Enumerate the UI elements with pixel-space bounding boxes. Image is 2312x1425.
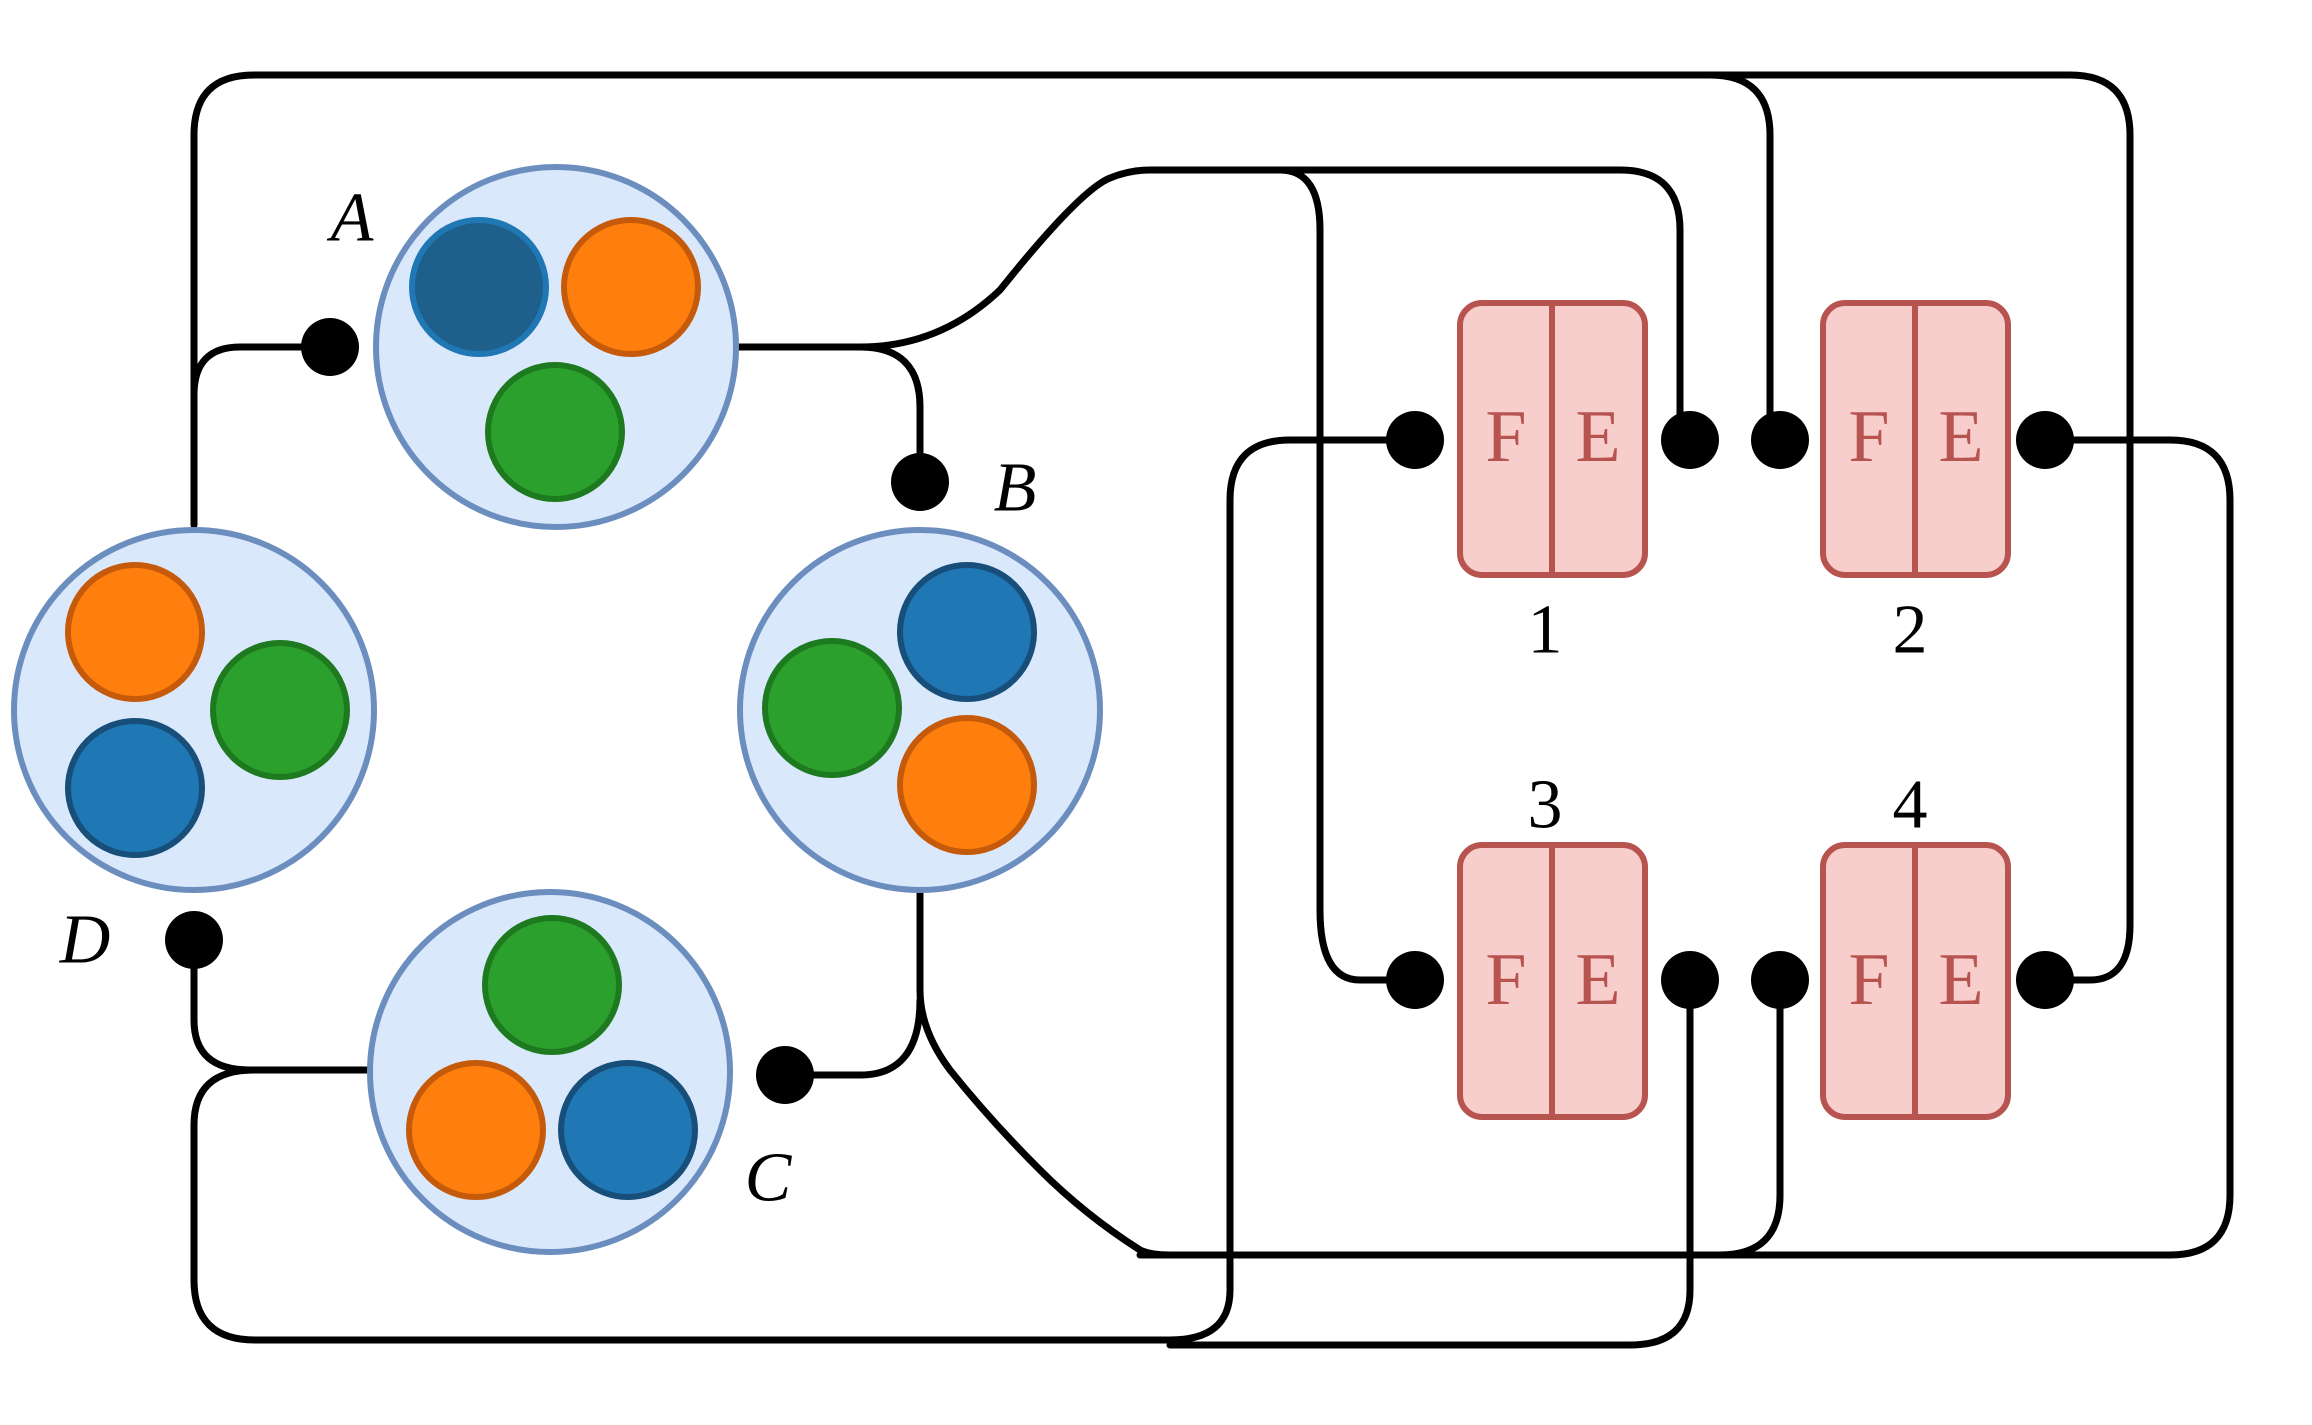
- fe-unit-1-e: E: [1575, 396, 1620, 478]
- fe-unit-1-number: 1: [1528, 592, 1563, 669]
- fe-unit-1: F E 1: [1457, 300, 1648, 669]
- node-a-ball-3: [485, 362, 625, 502]
- node-c-ball-3: [558, 1060, 698, 1200]
- wire-a-right: [729, 343, 924, 486]
- node-c-label: C: [745, 1140, 793, 1217]
- node-a-label: A: [327, 180, 374, 257]
- dot-fe2-e: [2016, 411, 2074, 469]
- wire-b-to-c-dot: [781, 996, 924, 1079]
- wires: [190, 71, 2234, 1349]
- fe-unit-2-e: E: [1938, 396, 1983, 478]
- node-a-ball-1: [409, 217, 549, 357]
- fe-unit-4-f: F: [1848, 939, 1889, 1021]
- wire-b-bottom: [916, 886, 1784, 1259]
- node-d: D: [11, 527, 377, 979]
- fe-unit-3-f: F: [1485, 939, 1526, 1021]
- node-d-ball-2: [210, 640, 350, 780]
- fe-unit-2: F E 2: [1820, 300, 2011, 669]
- fe-unit-3: F E 3: [1457, 767, 1648, 1120]
- node-d-ball-3: [65, 718, 205, 858]
- fe-unit-2-number: 2: [1893, 592, 1928, 669]
- fe-unit-3-number: 3: [1528, 767, 1563, 844]
- node-b-ball-2: [762, 638, 902, 778]
- connection-dots: [165, 318, 2074, 1104]
- wire-d-to-a-dot: [190, 343, 334, 399]
- node-b-ball-3: [897, 715, 1037, 855]
- dot-fe4-f: [1751, 951, 1809, 1009]
- dot-fe4-e: [2016, 951, 2074, 1009]
- wire-fe1-f-left: [190, 436, 1419, 1344]
- dot-fe1-e: [1661, 411, 1719, 469]
- dot-fe3-e: [1661, 951, 1719, 1009]
- dot-c: [756, 1046, 814, 1104]
- wire-d-to-c: [190, 936, 374, 1074]
- dot-fe1-f: [1386, 411, 1444, 469]
- wire-fe1-e-top: [1276, 166, 1684, 444]
- wire-fe3-e-bottom: [1166, 976, 1694, 1349]
- node-c-ball-1: [482, 915, 622, 1055]
- fe-unit-1-f: F: [1485, 396, 1526, 478]
- node-b-label: B: [994, 450, 1037, 527]
- dot-fe3-f: [1386, 951, 1444, 1009]
- node-d-label: D: [59, 902, 111, 979]
- fe-unit-3-e: E: [1575, 939, 1620, 1021]
- node-a-ball-2: [561, 217, 701, 357]
- node-b-ball-1: [897, 562, 1037, 702]
- wire-fe2-e-right: [1136, 436, 2234, 1259]
- node-c: C: [367, 889, 793, 1255]
- dot-a: [301, 318, 359, 376]
- fe-unit-4-e: E: [1938, 939, 1983, 1021]
- node-a: A: [327, 164, 739, 530]
- dot-d: [165, 911, 223, 969]
- dot-fe2-f: [1751, 411, 1809, 469]
- fe-unit-4-number: 4: [1893, 767, 1928, 844]
- node-c-ball-2: [406, 1060, 546, 1200]
- wire-top-outer: [190, 71, 2134, 984]
- fe-unit-2-f: F: [1848, 396, 1889, 478]
- node-b: B: [737, 450, 1103, 893]
- wire-a-to-fe1-top: [856, 166, 1419, 984]
- node-d-ball-1: [65, 562, 205, 702]
- fe-unit-4: F E 4: [1820, 767, 2011, 1120]
- dot-b: [891, 453, 949, 511]
